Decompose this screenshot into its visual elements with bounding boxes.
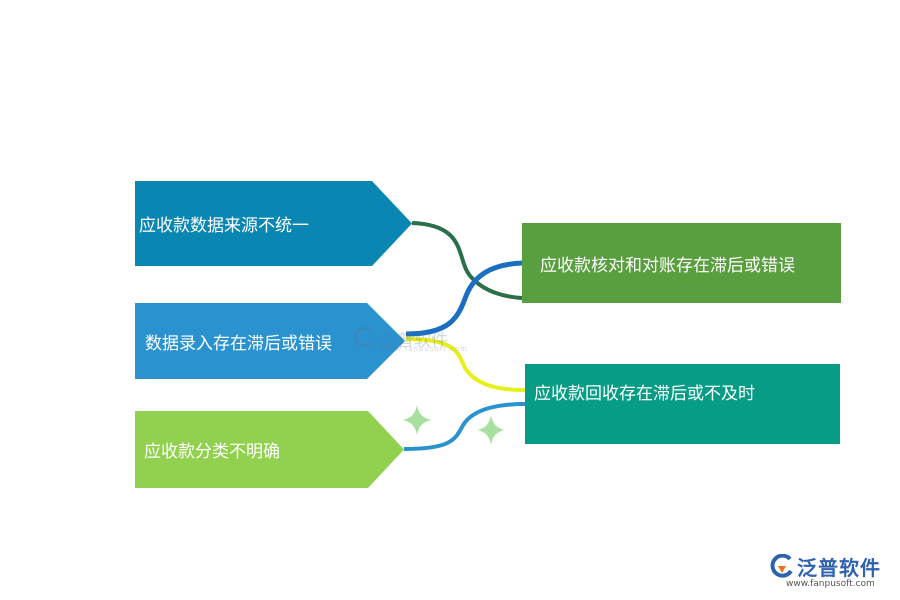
effect-box-reconciliation: 应收款核对和对账存在滞后或错误 <box>522 223 841 303</box>
cause-box-data-source: 应收款数据来源不统一 <box>135 181 412 266</box>
effect-box-collection: 应收款回收存在滞后或不及时 <box>525 364 840 444</box>
connector-cause2-effect1 <box>405 260 523 337</box>
fanpu-logo-icon <box>770 554 793 578</box>
cause-label: 数据录入存在滞后或错误 <box>145 333 332 354</box>
effect-label: 应收款核对和对账存在滞后或错误 <box>540 255 795 276</box>
brand-url: www.fanpusoft.com <box>786 579 875 589</box>
cause-box-classification: 应收款分类不明确 <box>135 411 404 488</box>
connector-cause1-effect1 <box>411 221 523 300</box>
watermark-url: www.fanpusoft.com <box>382 345 469 353</box>
watermark-logo-icon <box>354 327 374 347</box>
connector-cause2-effect2 <box>405 337 526 392</box>
watermark-name: 泛普软件 <box>380 331 448 351</box>
watermark: 泛普软件 www.fanpusoft.com <box>352 323 467 355</box>
cause-box-data-entry: 数据录入存在滞后或错误 <box>135 303 405 379</box>
sparkle-icon <box>402 405 432 435</box>
brand-name: 泛普软件 <box>797 556 881 580</box>
cause-label: 应收款分类不明确 <box>144 442 280 462</box>
cause-label: 应收款数据来源不统一 <box>139 216 309 236</box>
brand-logo: 泛普软件 www.fanpusoft.com <box>770 548 895 594</box>
effect-label: 应收款回收存在滞后或不及时 <box>534 384 755 404</box>
connector-cause3-effect2 <box>403 402 526 451</box>
sparkle-icon <box>477 415 505 445</box>
